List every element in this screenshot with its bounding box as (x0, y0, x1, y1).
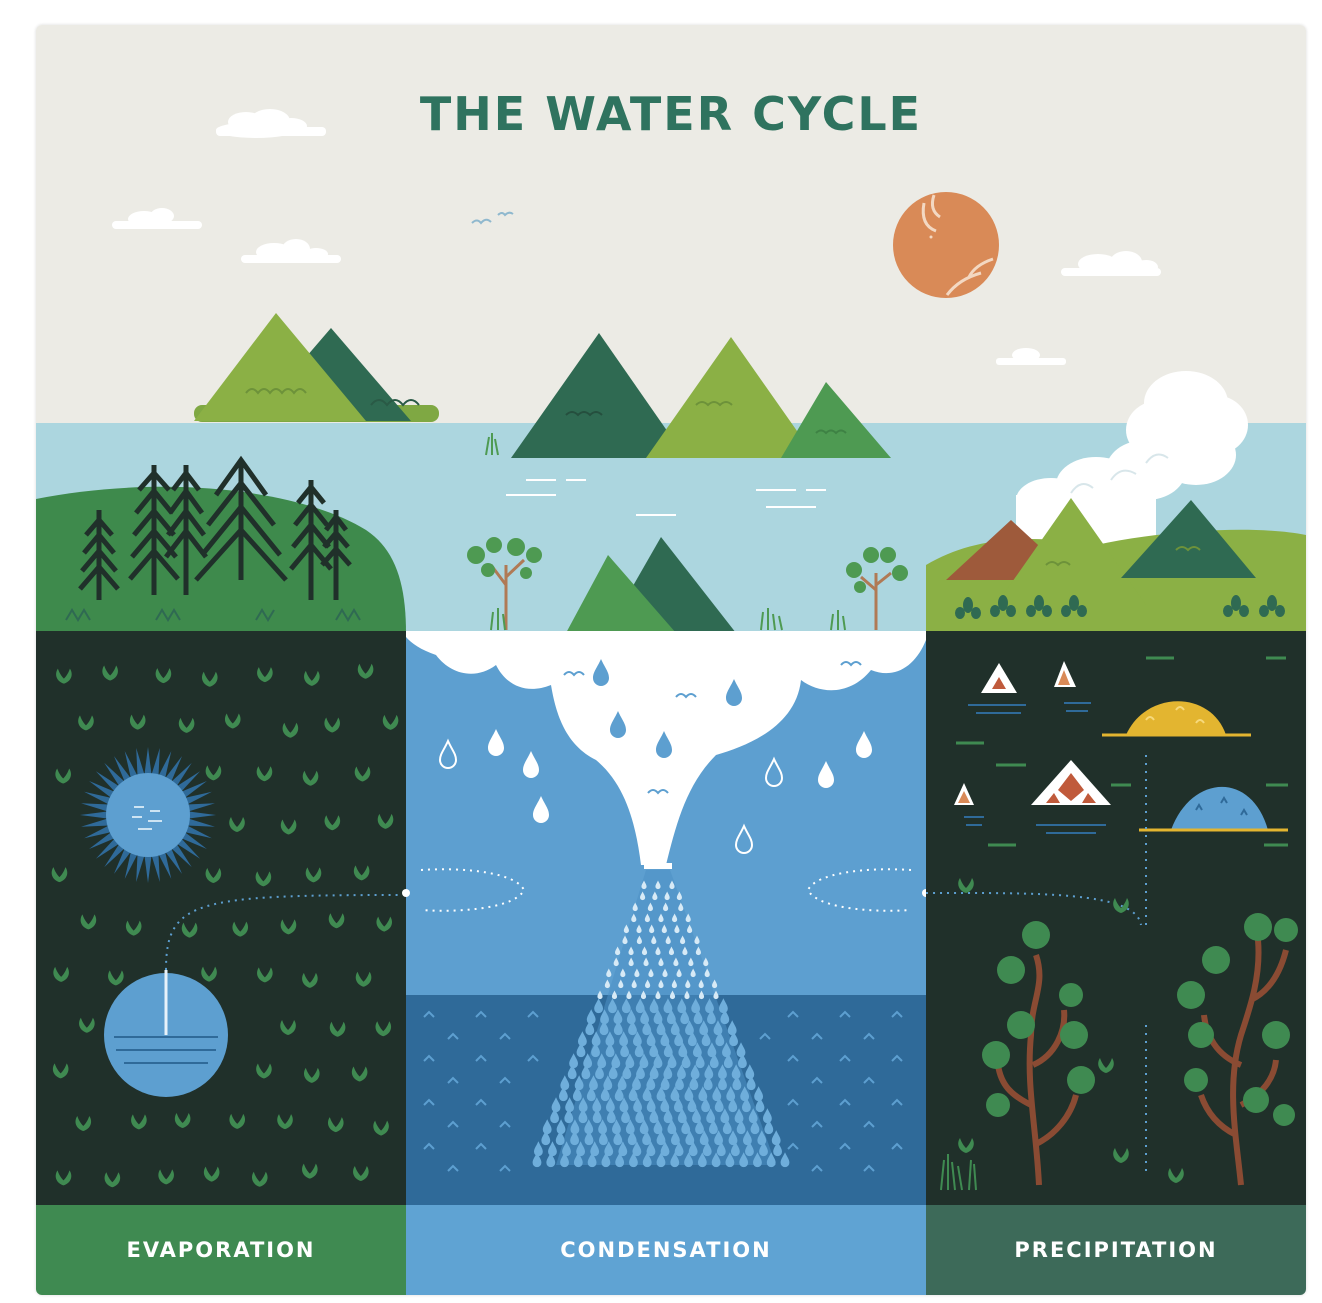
sun-icon (893, 192, 999, 298)
water-globe-icon (104, 970, 228, 1097)
yellow-mound-icon (1102, 701, 1251, 737)
precipitation-bar (926, 1205, 1306, 1295)
pine-tree-icon (320, 510, 352, 600)
shrub-icon (1026, 595, 1052, 617)
forest-hill (36, 455, 406, 633)
evaporation-label: EVAPORATION (126, 1238, 316, 1262)
shrub-icon (955, 597, 981, 619)
shrub-icon (990, 595, 1016, 617)
lake-ripples (506, 479, 826, 516)
mountain-icon (981, 663, 1017, 693)
condensation-label: CONDENSATION (560, 1238, 772, 1262)
tree-icon (982, 921, 1095, 1186)
precipitation-label: PRECIPITATION (1014, 1238, 1218, 1262)
water-cycle-poster: THE WATER CYCLE EVAPORATION CONDENSATION… (36, 25, 1306, 1295)
pine-tree-icon (128, 465, 180, 595)
shrub-icon (1259, 595, 1285, 617)
cloud-icon (1061, 251, 1161, 276)
sapling-icon (860, 571, 892, 630)
condensation-panel (402, 631, 930, 1205)
distant-mountains (194, 313, 439, 422)
mountain-icon (954, 783, 974, 805)
cloud-icon (112, 208, 202, 229)
pine-tree-icon (78, 510, 120, 600)
illustration (36, 25, 1306, 1295)
shrub-icon (1223, 595, 1249, 617)
sky-clouds (112, 109, 1161, 365)
sky (36, 25, 1306, 425)
mountain-icon (1054, 661, 1076, 687)
condensation-bar (406, 1205, 926, 1295)
evaporation-panel (36, 631, 406, 1205)
shrub-icon (1061, 595, 1087, 617)
sun-burst-icon (80, 747, 216, 883)
cloud-icon (216, 109, 326, 138)
pine-tree-icon (194, 455, 288, 582)
cloud-icon (241, 239, 341, 263)
evaporation-bar (36, 1205, 406, 1295)
bird-icon (497, 211, 514, 217)
mountain-icon (1031, 760, 1111, 805)
blue-mound-icon (1139, 786, 1288, 832)
cloud-icon (996, 348, 1066, 365)
right-hill (926, 371, 1306, 633)
lake-mountains (485, 333, 891, 458)
pine-tree-icon (164, 465, 208, 595)
page-title: THE WATER CYCLE (419, 87, 923, 141)
tree-icon (1177, 913, 1298, 1186)
bird-icon (471, 218, 492, 225)
center-bank (467, 537, 908, 633)
precipitation-panel (925, 631, 1306, 1205)
